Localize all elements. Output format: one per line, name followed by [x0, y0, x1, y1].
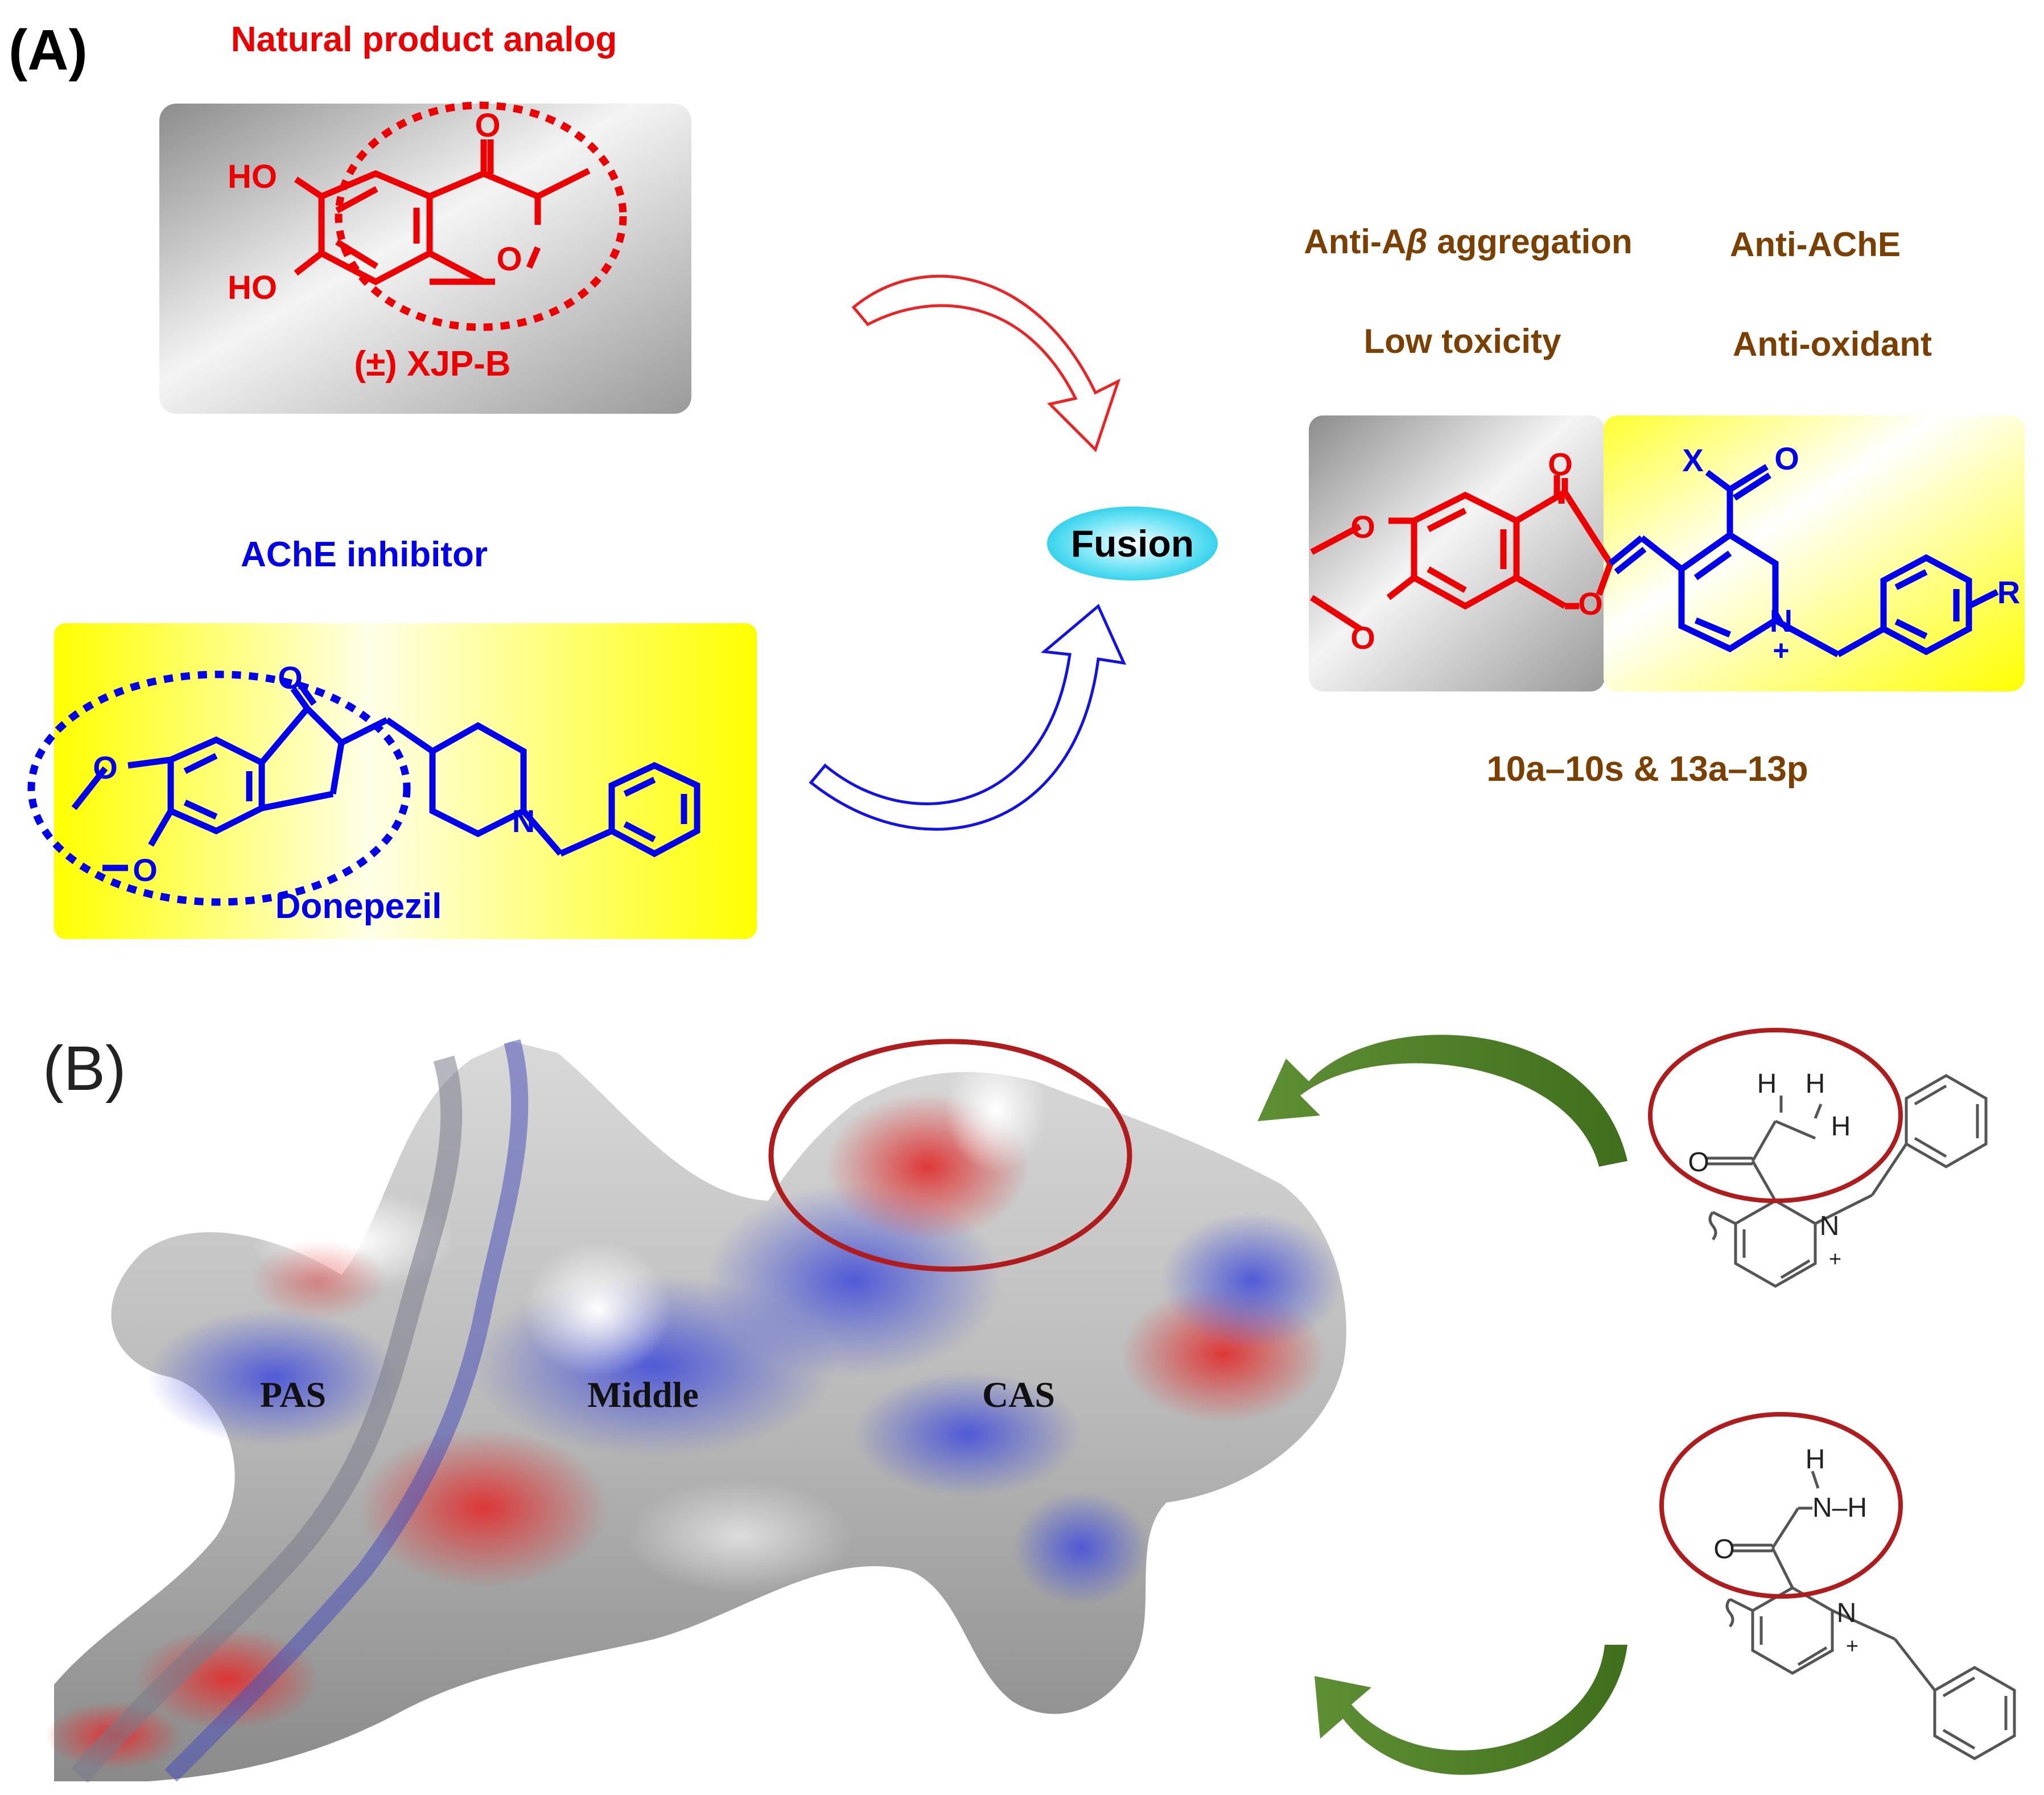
donepezil-name: Donepezil — [275, 887, 442, 926]
blue-curved-arrow — [809, 603, 1127, 831]
hybrid-o-methoxy-bottom: O — [1350, 620, 1375, 656]
site-middle: Middle — [587, 1374, 699, 1415]
xjp-b-o-ring: O — [496, 241, 522, 278]
green-arrow-bottom — [1314, 1645, 1627, 1775]
donepezil-box — [54, 623, 757, 939]
hybrid-o-ketone: O — [1548, 446, 1573, 482]
hybrid-o-methoxy-top: O — [1350, 509, 1375, 545]
hybrid-o-carbonyl: O — [1774, 440, 1799, 476]
hybrid-n: N — [1770, 603, 1792, 639]
donepezil-o-methoxy-bottom: O — [133, 852, 158, 888]
xjp-b-ho-bottom: HO — [228, 269, 277, 306]
bottom-highlight-circle — [1659, 1412, 1903, 1599]
donepezil-highlight-ellipse — [27, 670, 411, 906]
xjp-b-name: (±) XJP-B — [354, 344, 510, 384]
bottom-n: N — [1837, 1598, 1857, 1628]
xjp-b-o-ketone: O — [475, 107, 500, 144]
property-anti-oxidant: Anti-oxidant — [1733, 325, 1932, 363]
property-anti-abeta: Anti-Aβ aggregation — [1304, 223, 1632, 261]
panel-a-label: (A) — [9, 18, 88, 82]
site-pas: PAS — [260, 1374, 326, 1415]
hybrid-gray-box — [1309, 415, 1605, 691]
hybrid-r: R — [1997, 574, 2020, 610]
donepezil-structure — [71, 682, 700, 871]
hybrid-x: X — [1682, 442, 1703, 478]
donepezil-o-ketone: O — [278, 660, 303, 695]
hybrid-yellow-box — [1604, 415, 2025, 691]
bottom-nh: N–H — [1812, 1493, 1867, 1523]
top-h2: H — [1806, 1069, 1825, 1099]
bottom-charge: + — [1846, 1635, 1858, 1658]
bottom-h-top: H — [1806, 1444, 1825, 1475]
donepezil-n: N — [512, 803, 535, 839]
top-h3: H — [1831, 1111, 1851, 1142]
natural-product-header: Natural product analog — [231, 20, 617, 59]
hybrid-compounds: 10a–10s & 13a–13p — [1486, 750, 1808, 789]
property-low-toxicity: Low toxicity — [1364, 322, 1561, 360]
panel-b-label: (B) — [43, 1034, 126, 1104]
green-arrow-top — [1258, 1035, 1627, 1167]
red-curved-arrow — [851, 274, 1121, 452]
fusion-label: Fusion — [1071, 522, 1194, 565]
donepezil-header: AChE inhibitor — [241, 535, 488, 574]
top-highlight-circle — [1648, 1028, 1903, 1203]
amide-pyridinium-structure — [1725, 1471, 2016, 1760]
hybrid-blue-part — [1608, 464, 1999, 657]
fusion-ellipse — [1047, 507, 1218, 581]
xjp-b-structure — [294, 139, 591, 286]
protein-surface — [46, 1039, 1346, 1783]
acetyl-pyridinium-structure — [1707, 1074, 1988, 1288]
top-o: O — [1688, 1147, 1709, 1178]
hybrid-o-ring: O — [1578, 586, 1603, 621]
top-charge: + — [1829, 1248, 1841, 1271]
xjp-b-ho-top: HO — [228, 158, 277, 195]
panel-a: (A) Natural product analog O O HO HO — [9, 18, 2025, 939]
site-cas: CAS — [982, 1374, 1055, 1415]
property-anti-ache: Anti-AChE — [1730, 225, 1901, 264]
cas-highlight-circle — [768, 1039, 1132, 1272]
top-n: N — [1820, 1211, 1840, 1241]
xjp-b-highlight-ellipse — [335, 101, 627, 331]
donepezil-o-methoxy-top: O — [93, 750, 118, 785]
bottom-o: O — [1713, 1534, 1734, 1565]
hybrid-red-part — [1310, 489, 1614, 632]
panel-b: (B) PAS Middle CAS — [43, 1028, 2016, 1783]
top-h1: H — [1757, 1069, 1777, 1099]
hybrid-n-charge: + — [1773, 635, 1789, 666]
